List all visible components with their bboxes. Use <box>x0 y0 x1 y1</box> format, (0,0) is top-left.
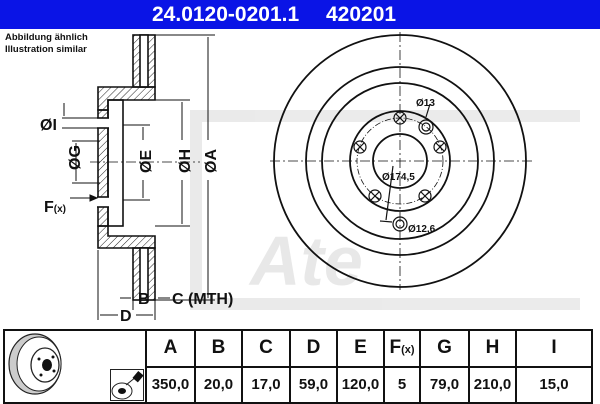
col-header-c: C <box>241 329 291 368</box>
label-bolt-circle: Ø174,5 <box>382 172 415 183</box>
label-pin-hole: Ø12,6 <box>408 224 436 235</box>
product-image-cell <box>3 329 147 404</box>
col-header-a: A <box>145 329 196 368</box>
value-f: 5 <box>383 365 421 404</box>
illustration-note: Abbildung ähnlich Illustration similar <box>5 32 88 56</box>
label-b: B <box>138 291 150 308</box>
value-d: 59,0 <box>289 365 338 404</box>
col-header-f: F(x) <box>383 329 421 368</box>
spec-header-row: A B C D E F(x) G H I <box>3 329 593 404</box>
col-header-e: E <box>336 329 385 368</box>
col-header-h: H <box>468 329 517 368</box>
title-bar: 24.0120-0201.1 420201 <box>0 0 600 29</box>
note-german: Abbildung ähnlich <box>5 32 88 43</box>
col-header-g: G <box>419 329 470 368</box>
label-dia-g: ØG <box>67 145 84 170</box>
side-section-view <box>90 34 200 301</box>
spec-table: A B C D E F(x) G H I 350,0 20,0 17,0 59,… <box>3 329 593 404</box>
label-d: D <box>120 308 132 325</box>
label-dia-e: ØE <box>138 150 155 173</box>
col-header-i: I <box>515 329 593 368</box>
label-f: F(x) <box>44 199 66 216</box>
value-g: 79,0 <box>419 365 470 404</box>
coating-spray-icon <box>110 369 144 401</box>
technical-drawing: Ate <box>40 32 580 325</box>
note-english: Illustration similar <box>5 44 87 55</box>
article-code: 420201 <box>326 3 397 26</box>
brake-disc-icon <box>8 333 62 395</box>
col-header-b: B <box>194 329 243 368</box>
value-b: 20,0 <box>194 365 243 404</box>
label-bolt-hole: Ø13 <box>416 98 435 109</box>
dimension-lines <box>62 34 215 320</box>
front-view <box>270 32 532 290</box>
label-dia-i: ØI <box>40 117 57 134</box>
ate-watermark-logo: Ate <box>190 110 580 310</box>
label-c-mth: C (MTH) <box>172 291 233 308</box>
value-i: 15,0 <box>515 365 593 404</box>
part-number: 24.0120-0201.1 <box>152 3 300 26</box>
value-e: 120,0 <box>336 365 385 404</box>
value-c: 17,0 <box>241 365 291 404</box>
svg-text:Ate: Ate <box>248 222 363 300</box>
label-dia-h: ØH <box>177 149 194 173</box>
col-header-d: D <box>289 329 338 368</box>
value-a: 350,0 <box>145 365 196 404</box>
label-dia-a: ØA <box>203 149 220 173</box>
value-h: 210,0 <box>468 365 517 404</box>
